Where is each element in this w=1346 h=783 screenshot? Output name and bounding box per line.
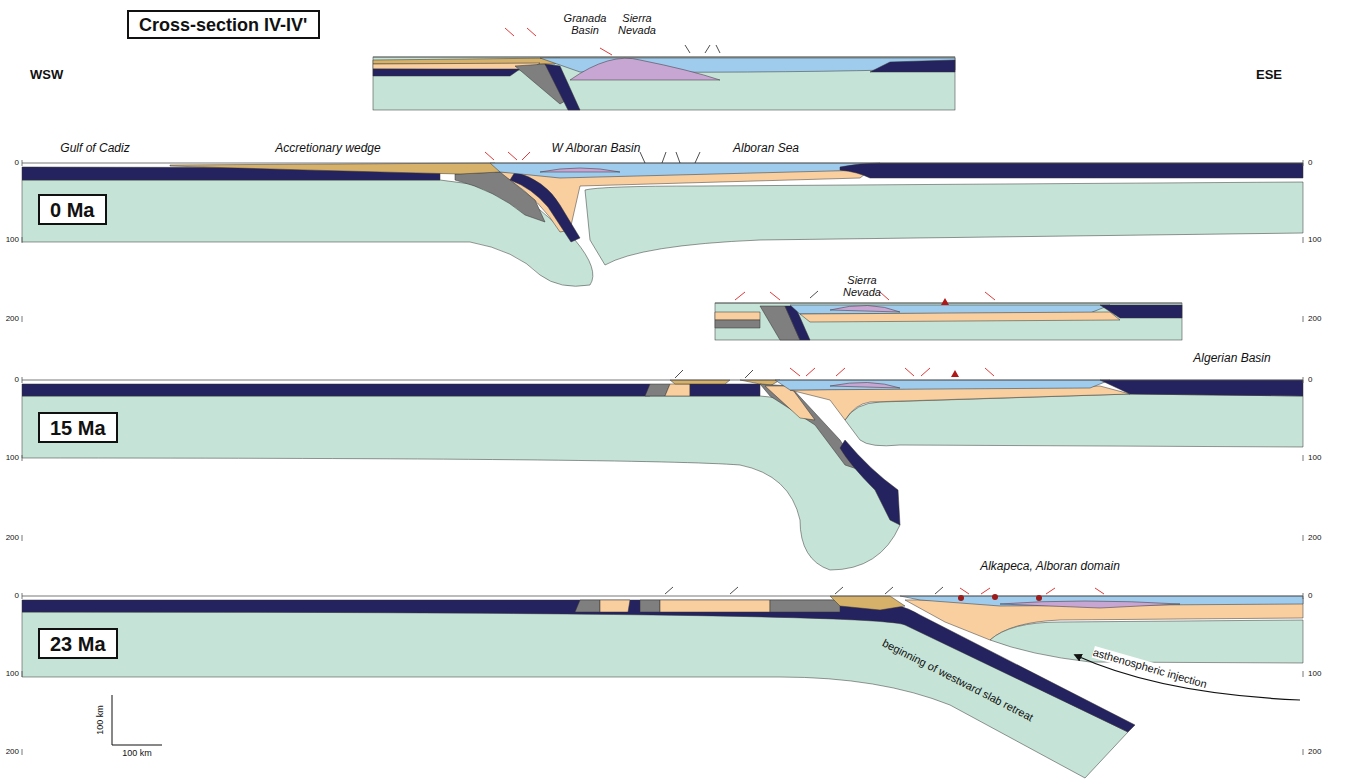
axis-tick-label: 100 — [1308, 236, 1321, 245]
time-box: 0 Ma — [38, 194, 107, 225]
box-text: 15 Ma — [50, 417, 106, 440]
place-label: Algerian Basin — [1193, 352, 1270, 365]
axis-tick-label: 0 — [15, 159, 19, 168]
place-label: Sierra Nevada — [611, 12, 663, 36]
place-label: W Alboran Basin — [552, 142, 641, 155]
direction-label: ESE — [1256, 68, 1282, 82]
axis-tick-label: 100 — [6, 454, 19, 463]
axis-tick-label: 100 — [6, 670, 19, 679]
box-text: Cross-section IV-IV' — [139, 15, 307, 36]
process-note: asthenospheric injection — [1092, 646, 1209, 690]
axis-tick-label: 200 — [1308, 534, 1321, 543]
time-box: 15 Ma — [38, 412, 118, 443]
axis-tick-label: 100 — [1308, 670, 1321, 679]
axis-tick-label: 0 — [15, 592, 19, 601]
place-label: Granada Basin — [557, 12, 613, 36]
direction-label: WSW — [30, 68, 63, 82]
axis-tick-label: 0 — [15, 376, 19, 385]
axis-tick-label: 0 — [1308, 159, 1312, 168]
process-note: beginning of westward slab retreat — [881, 637, 1036, 724]
place-label: Alkapeca, Alboran domain — [980, 560, 1120, 573]
axis-tick-label: 200 — [6, 534, 19, 543]
scale-label: 100 km — [96, 705, 106, 735]
axis-tick-label: 200 — [1308, 748, 1321, 757]
place-label: Alboran Sea — [733, 142, 799, 155]
box-text: 0 Ma — [50, 199, 94, 222]
axis-tick-label: 0 — [1308, 376, 1312, 385]
axis-tick-label: 100 — [6, 236, 19, 245]
axis-tick-label: 200 — [6, 315, 19, 324]
time-box: 23 Ma — [38, 628, 118, 659]
axis-tick-label: 200 — [6, 748, 19, 757]
box-text: 23 Ma — [50, 633, 106, 656]
place-label: Gulf of Cadiz — [60, 142, 129, 155]
scale-label: 100 km — [122, 749, 152, 759]
place-label: Accretionary wedge — [275, 142, 380, 155]
axis-tick-label: 200 — [1308, 315, 1321, 324]
axis-tick-label: 0 — [1308, 592, 1312, 601]
place-label: Sierra Nevada — [836, 274, 888, 298]
axis-tick-label: 100 — [1308, 454, 1321, 463]
title-box: Cross-section IV-IV' — [127, 10, 320, 39]
